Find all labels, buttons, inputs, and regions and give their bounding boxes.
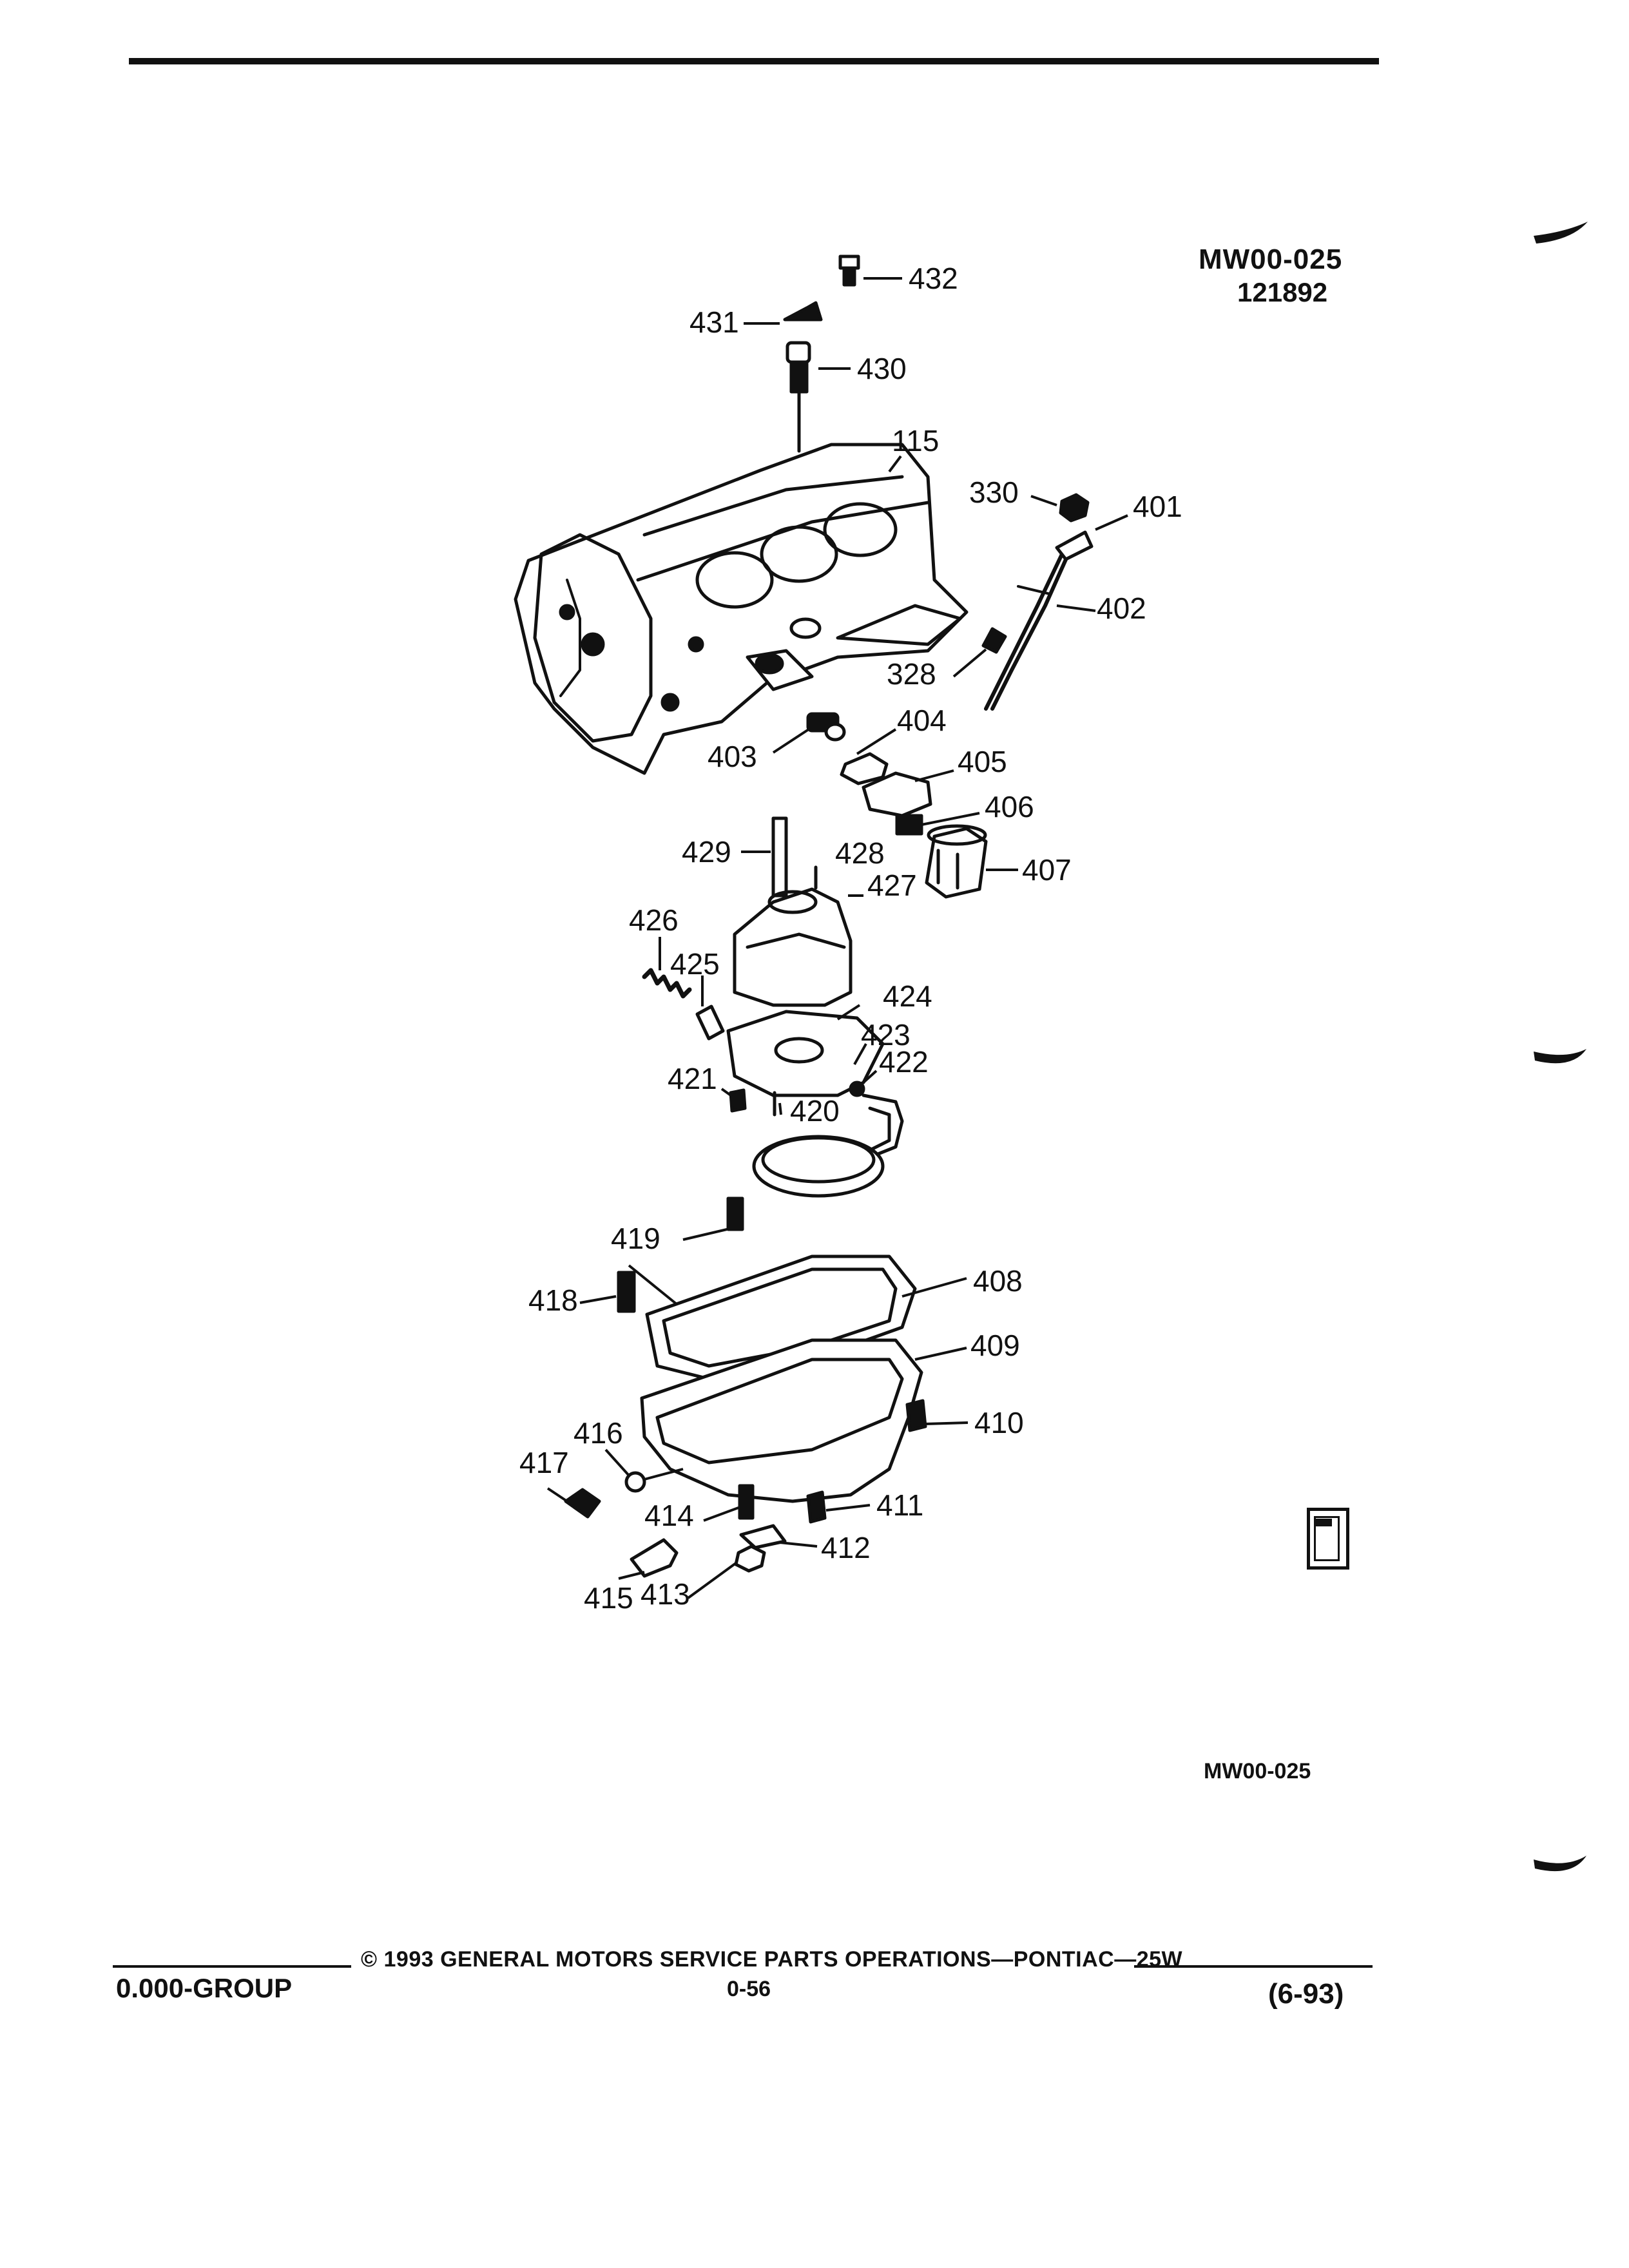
callout-409: 409	[970, 1329, 1020, 1362]
callout-411: 411	[876, 1488, 923, 1522]
callout-403: 403	[708, 740, 757, 773]
callout-407: 407	[1022, 853, 1072, 887]
footer-group-label: 0.000-GROUP	[116, 1973, 293, 2003]
bracket-415-part	[630, 1538, 679, 1578]
callout-418: 418	[528, 1283, 578, 1317]
bolt-418-part	[617, 1271, 636, 1313]
callout-405: 405	[958, 745, 1007, 778]
nut-330-part	[1059, 493, 1090, 523]
callout-422: 422	[879, 1045, 929, 1079]
bolt-411-part	[806, 1490, 827, 1524]
gm-spo-logo	[1307, 1508, 1349, 1570]
gasket-404-part	[840, 752, 889, 785]
oil-pan-gasket-408-part	[645, 1254, 917, 1381]
callout-412: 412	[821, 1531, 871, 1564]
retainer-431-part	[783, 301, 823, 322]
illustration-reference-date: 121892	[1237, 277, 1328, 307]
pump-cover-424-part	[726, 1010, 885, 1097]
callout-427: 427	[867, 869, 917, 902]
callout-402: 402	[1097, 591, 1146, 625]
engine-block-115-part	[514, 443, 969, 775]
valve-425-part	[695, 1004, 725, 1041]
callout-415: 415	[584, 1581, 633, 1615]
callout-429: 429	[682, 835, 731, 869]
spring-426-part	[642, 968, 692, 999]
callout-328: 328	[887, 657, 936, 691]
oil-pump-body-427-part	[733, 887, 853, 1007]
shaft-429-part	[771, 816, 788, 898]
fitting-406-part	[895, 814, 923, 836]
callout-408: 408	[973, 1264, 1023, 1298]
callout-115: 115	[892, 424, 939, 457]
callout-428: 428	[835, 836, 885, 870]
illustration-reference-code: MW00-025	[1199, 244, 1343, 275]
callout-417: 417	[519, 1446, 569, 1479]
bolt-432-part	[838, 255, 860, 287]
callout-431: 431	[689, 305, 739, 339]
bolt-410-part	[905, 1399, 927, 1432]
callout-426: 426	[629, 903, 679, 937]
callout-419: 419	[611, 1222, 660, 1255]
plug-423-part	[849, 1081, 865, 1097]
callout-401: 401	[1133, 490, 1182, 523]
callout-420: 420	[790, 1094, 840, 1128]
callout-421: 421	[668, 1062, 717, 1095]
fitting-430-part	[786, 341, 811, 453]
callout-423: 423	[861, 1018, 911, 1052]
top-rule	[129, 58, 1379, 64]
footer-rule-right	[1134, 1965, 1373, 1968]
callout-414: 414	[644, 1499, 694, 1532]
callout-404: 404	[897, 704, 947, 737]
bolt-421-part	[729, 1088, 747, 1113]
callout-432: 432	[909, 262, 958, 295]
callout-416: 416	[574, 1416, 623, 1450]
callout-424: 424	[883, 979, 932, 1013]
oil-filter-407-part	[925, 824, 988, 899]
callout-430: 430	[857, 352, 907, 385]
callout-406: 406	[985, 790, 1034, 823]
nut-413-part	[734, 1544, 766, 1573]
binder-margin-marks	[1534, 222, 1588, 1872]
footer-copyright: © 1993 GENERAL MOTORS SERVICE PARTS OPER…	[361, 1947, 1183, 1972]
footer-page-number: 0-56	[727, 1977, 771, 2001]
adapter-405-part	[862, 771, 932, 818]
clip-412-part	[739, 1524, 787, 1550]
part-callouts: 432 431 430 115 330 401 402 328 404 403 …	[519, 262, 1182, 1615]
callout-410: 410	[974, 1406, 1024, 1439]
bolt-419-part	[726, 1196, 744, 1231]
pickup-screen-422-part	[752, 1093, 904, 1198]
footer-revision-date: (6-93)	[1268, 1978, 1344, 2010]
figure-code: MW00-025	[1204, 1759, 1311, 1783]
oil-pan-409-part	[640, 1338, 923, 1503]
callout-413: 413	[641, 1577, 690, 1611]
fitting-403-part	[806, 712, 846, 742]
footer-rule-left	[113, 1965, 351, 1968]
dipstick-402-part	[984, 530, 1094, 711]
plug-417-part	[564, 1488, 601, 1519]
callout-330: 330	[969, 476, 1019, 509]
washer-416-part	[624, 1471, 646, 1493]
stud-414-part	[738, 1484, 755, 1520]
tube-328-part	[981, 627, 1007, 654]
callout-425: 425	[670, 947, 720, 981]
